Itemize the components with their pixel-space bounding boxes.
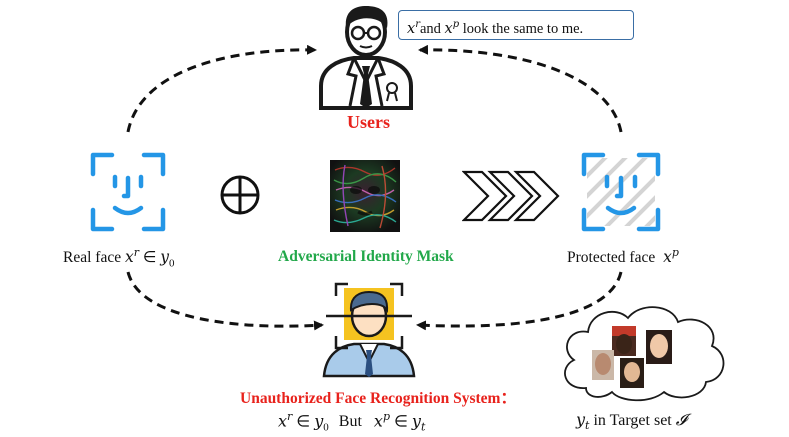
math-sup: p: [382, 410, 390, 423]
bubble-end-text: look the same to me.: [459, 20, 584, 37]
arrow-protected-to-users: [418, 44, 623, 133]
arrow-protected-to-fr: [416, 271, 623, 331]
math-in: ∈: [142, 249, 157, 267]
target-set-symbol: 𝓘: [675, 410, 687, 429]
math-sub: t: [585, 419, 590, 433]
face-recognition-icon: [322, 282, 416, 378]
adversarial-mask-label: Adversarial Identity Mask: [278, 248, 454, 265]
math-x: x: [373, 411, 383, 431]
speech-bubble: xrand xp look the same to me.: [398, 10, 634, 40]
math-sub: t: [420, 420, 426, 434]
math-x: x: [663, 248, 672, 267]
bubble-and-text: and: [419, 20, 441, 37]
protected-face-text: Protected face: [567, 249, 656, 267]
math-y: y: [160, 248, 170, 267]
real-face-label: Real face xr ∈ y0: [63, 246, 175, 269]
protected-face-label: Protected face xp: [567, 246, 679, 267]
triple-chevron-icon: [462, 170, 560, 222]
x-r-var: x: [407, 20, 416, 37]
target-set-label: yt in Target set 𝓘: [576, 410, 687, 432]
adversarial-mask-image: [330, 160, 400, 232]
user-icon: [319, 6, 413, 110]
plus-circle-icon: [220, 175, 260, 215]
math-y: y: [314, 411, 324, 431]
protected-face-icon: [581, 152, 661, 232]
target-set-cloud: [564, 306, 725, 402]
math-sup: r: [287, 410, 293, 423]
but-text: But: [338, 413, 362, 431]
target-face-thumbnails: [592, 326, 672, 388]
fr-system-equation: xr ∈ y0 But xp ∈ yt: [278, 410, 425, 434]
target-set-text: in Target set: [593, 412, 676, 429]
math-y: y: [576, 410, 586, 429]
p-superscript: p: [452, 19, 460, 30]
math-x: x: [124, 248, 134, 267]
math-sub: 0: [169, 257, 175, 270]
users-label: Users: [347, 112, 390, 132]
math-sup: p: [671, 246, 679, 259]
x-p-var: x: [444, 20, 453, 37]
math-in: ∈: [393, 413, 408, 431]
math-y: y: [411, 411, 421, 431]
real-face-icon: [90, 152, 166, 232]
math-x: x: [278, 411, 288, 431]
arrow-real-to-fr: [126, 271, 324, 331]
math-in: ∈: [296, 413, 311, 431]
real-face-text: Real face: [63, 249, 122, 267]
arrow-real-to-users: [126, 44, 317, 133]
fr-system-title: Unauthorized Face Recognition System：: [240, 390, 516, 407]
r-superscript: r: [415, 19, 420, 30]
math-sub: 0: [323, 421, 329, 434]
math-sup: r: [133, 246, 139, 259]
